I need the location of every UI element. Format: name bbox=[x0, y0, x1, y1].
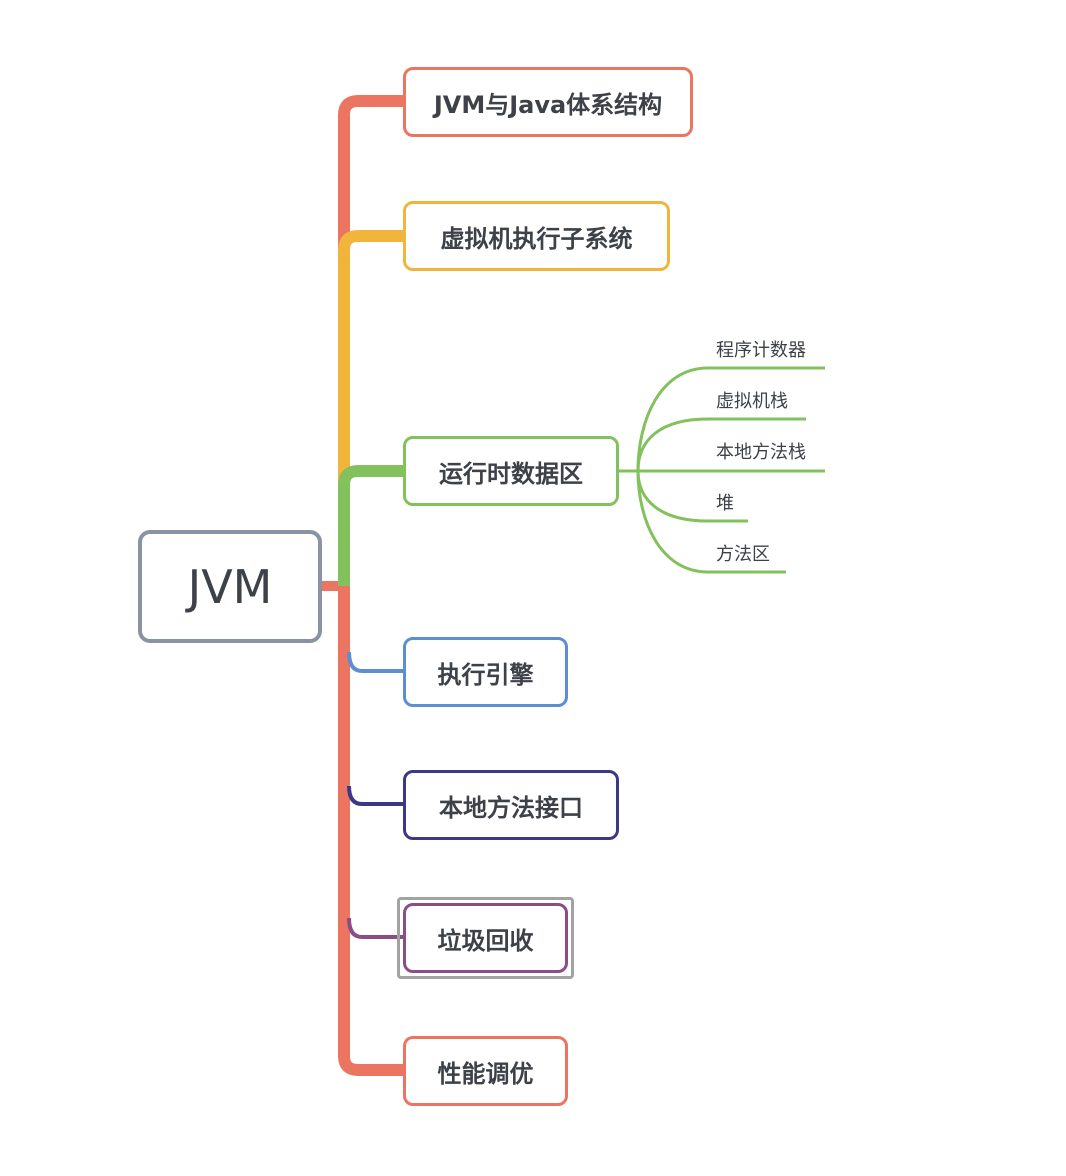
leaf-connector-1 bbox=[636, 366, 825, 472]
connector-branch-1 bbox=[338, 95, 403, 586]
branch-node-execution-engine[interactable]: 执行引擎 bbox=[403, 637, 568, 707]
branch-node-jvm-java-architecture[interactable]: JVM与Java体系结构 bbox=[403, 67, 693, 137]
leaf-node-method-area[interactable]: 方法区 bbox=[716, 544, 770, 565]
selection-highlight bbox=[397, 897, 574, 979]
connector-branch-7 bbox=[338, 586, 403, 1076]
branch-node-native-method-interface[interactable]: 本地方法接口 bbox=[403, 770, 619, 840]
leaf-node-native-method-stack[interactable]: 本地方法栈 bbox=[716, 442, 806, 463]
leaf-node-heap[interactable]: 堆 bbox=[716, 493, 734, 514]
branch-node-vm-execution-subsystem[interactable]: 虚拟机执行子系统 bbox=[403, 201, 670, 271]
connector-branch-2 bbox=[338, 230, 403, 586]
leaf-connector-5 bbox=[636, 470, 786, 574]
connector-branch-5 bbox=[347, 785, 403, 806]
leaf-connector-2 bbox=[636, 417, 806, 472]
connector-branch-4 bbox=[347, 651, 403, 673]
connector-branch-3 bbox=[338, 465, 403, 586]
connector-branch-6 bbox=[347, 917, 403, 939]
branch-node-performance-tuning[interactable]: 性能调优 bbox=[403, 1036, 568, 1106]
branch-node-runtime-data-area[interactable]: 运行时数据区 bbox=[403, 436, 619, 506]
leaf-node-program-counter[interactable]: 程序计数器 bbox=[716, 340, 806, 361]
leaf-node-vm-stack[interactable]: 虚拟机栈 bbox=[716, 391, 788, 412]
root-node[interactable]: JVM bbox=[138, 530, 322, 643]
leaf-connectors bbox=[619, 366, 825, 574]
branch-node-garbage-collection[interactable]: 垃圾回收 bbox=[403, 903, 568, 973]
